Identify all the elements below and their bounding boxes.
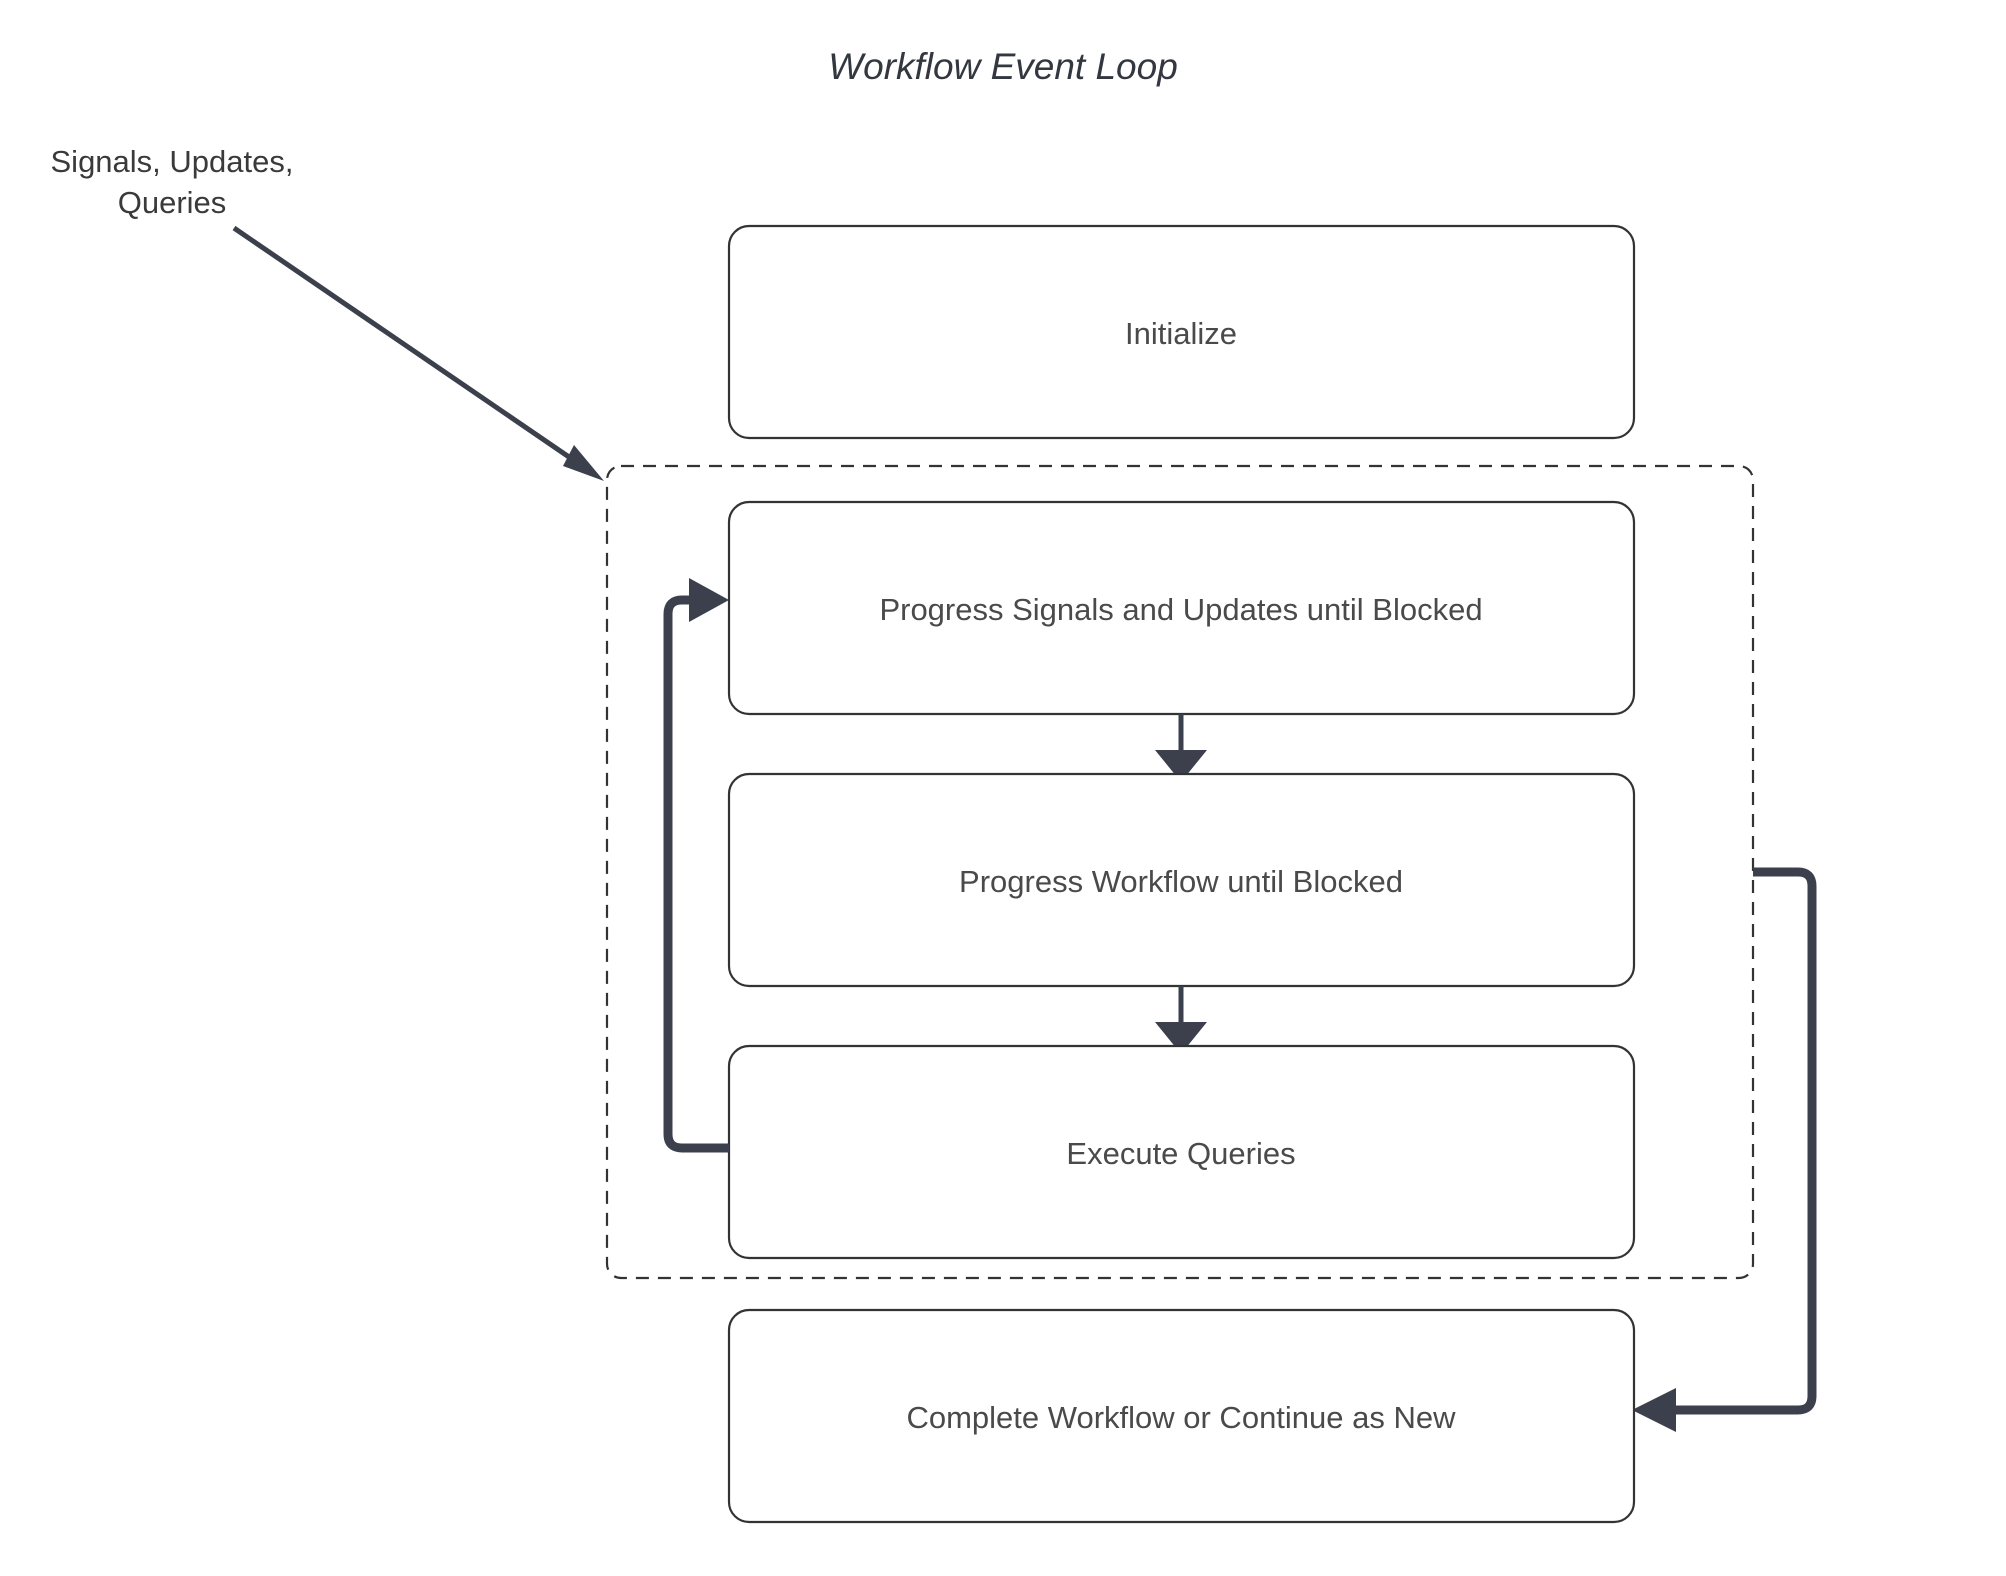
edge-loopback-queries-to-signals-line <box>663 595 729 1153</box>
node-execute-queries: Execute Queries <box>727 1044 1636 1260</box>
node-execute-queries-label: Execute Queries <box>1066 1136 1295 1171</box>
node-initialize-box <box>727 224 1636 440</box>
external-label-signals-line2: Queries <box>118 185 227 220</box>
node-progress-workflow-label: Progress Workflow until Blocked <box>959 864 1403 899</box>
node-initialize-label: Initialize <box>1125 316 1237 351</box>
edge-loop-to-complete-arrowhead <box>1632 1388 1676 1432</box>
edge-loopback-queries-to-signals-arrowhead <box>689 578 729 622</box>
node-complete-workflow-box <box>727 1308 1636 1524</box>
event-loop-group-border <box>605 464 1755 1280</box>
node-complete-workflow: Complete Workflow or Continue as New <box>727 1308 1636 1524</box>
edge-loop-to-complete-line <box>1668 867 1817 1415</box>
edge-signals-to-loop <box>232 225 590 473</box>
node-progress-signals: Progress Signals and Updates until Block… <box>727 500 1636 716</box>
edge-workflow-to-queries <box>1155 986 1207 1054</box>
edge-workflow-to-queries-arrowhead <box>1155 1022 1207 1054</box>
node-initialize: Initialize <box>727 224 1636 440</box>
edge-signals-to-loop-arrowhead <box>563 445 604 481</box>
edge-loopback-queries-to-signals <box>663 578 729 1153</box>
node-progress-signals-label: Progress Signals and Updates until Block… <box>879 592 1482 627</box>
edge-signals-to-workflow-arrowhead <box>1155 750 1207 782</box>
node-complete-workflow-label: Complete Workflow or Continue as New <box>906 1400 1456 1435</box>
external-label-signals-line1: Signals, Updates, <box>51 144 294 179</box>
edge-signals-to-workflow <box>1155 714 1207 782</box>
node-progress-workflow: Progress Workflow until Blocked <box>727 772 1636 988</box>
edge-loop-to-complete <box>1632 867 1817 1432</box>
diagram-title: Workflow Event Loop <box>828 46 1178 87</box>
